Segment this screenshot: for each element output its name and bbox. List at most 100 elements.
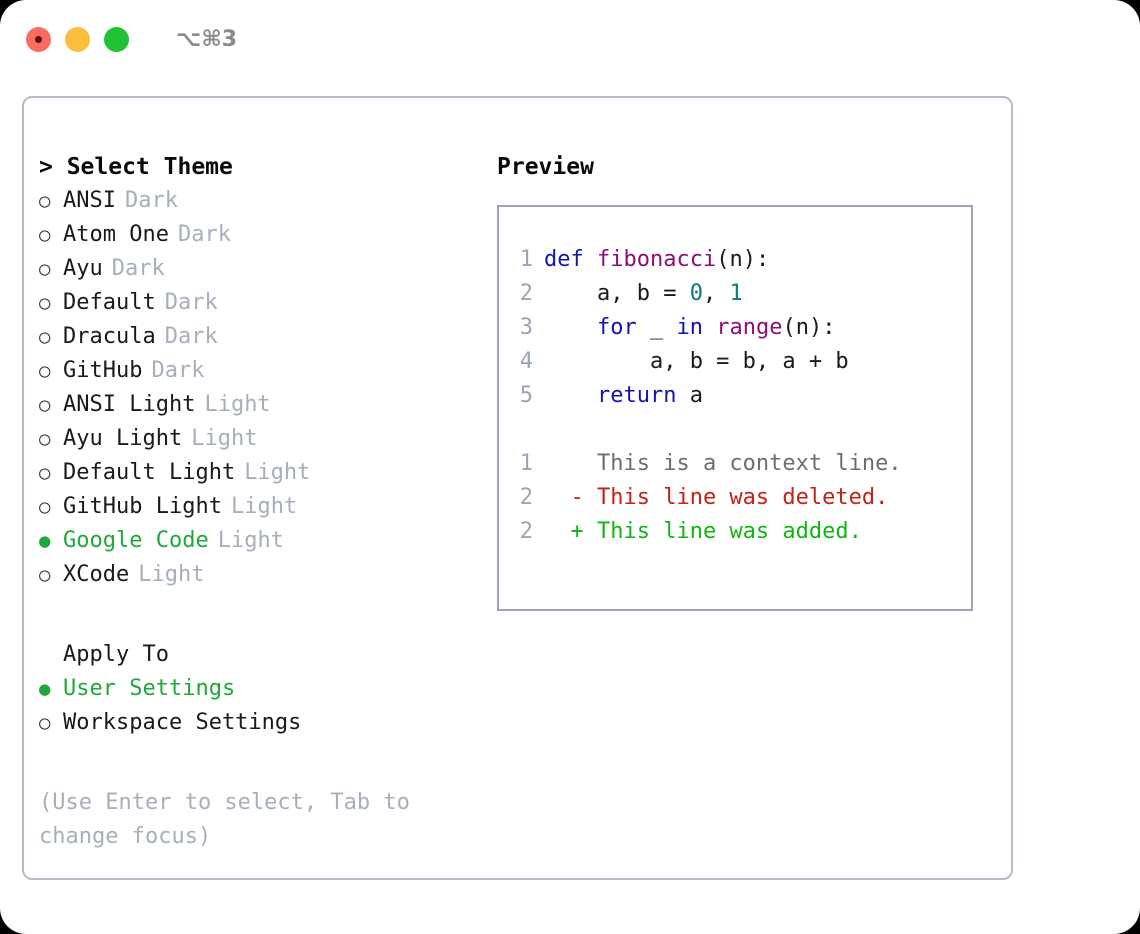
keyboard-hint-text: (Use Enter to select, Tab to change focu… (39, 790, 424, 849)
code-line: 3 for _ in range(n): (499, 311, 971, 345)
theme-option-label: ANSI Light (63, 392, 196, 417)
code-line-text: a, b = 0, 1 (544, 277, 743, 311)
diff-line-ctx: 1 This is a context line. (499, 447, 971, 481)
code-token-id: a, b = (544, 281, 690, 306)
maximize-button[interactable] (104, 26, 129, 52)
theme-option-github[interactable]: ○ GitHub Dark (39, 354, 494, 388)
theme-category-tag: Light (204, 392, 271, 417)
theme-category-tag: Light (217, 528, 284, 553)
code-token-fn: fibonacci (596, 247, 717, 272)
radio-unselected-icon: ○ (39, 326, 51, 348)
theme-category-tag: Dark (177, 222, 231, 247)
apply-to-option-label: User Settings (63, 676, 236, 701)
theme-option-label: Ayu Light (63, 426, 183, 451)
theme-option-label: GitHub Light (63, 494, 222, 519)
code-line-number: 4 (519, 349, 533, 374)
apply-to-header: Apply To (63, 642, 169, 667)
theme-category-tag: Dark (124, 188, 178, 213)
diff-line-text: + This line was added. (544, 519, 862, 544)
window-controls (26, 26, 129, 52)
code-token-fn: range (716, 315, 783, 340)
radio-unselected-icon: ○ (39, 712, 51, 734)
code-token-kw: def (544, 247, 597, 272)
diff-sample: 1 This is a context line.2 - This line w… (499, 447, 971, 549)
code-token-punct: , (702, 281, 730, 306)
theme-option-default-light[interactable]: ○ Default Light Light (39, 456, 494, 490)
radio-unselected-icon: ○ (39, 190, 51, 212)
radio-unselected-icon: ○ (39, 224, 51, 246)
theme-option-ansi-light[interactable]: ○ ANSI Light Light (39, 388, 494, 422)
theme-option-default[interactable]: ○ Default Dark (39, 286, 494, 320)
theme-option-label: Ayu (63, 256, 103, 281)
diff-line-add: 2 + This line was added. (499, 515, 971, 549)
minimize-button[interactable] (65, 26, 90, 52)
code-token-punct: (n): (716, 247, 770, 272)
theme-option-label: GitHub (63, 358, 143, 383)
apply-to-option-workspace-settings[interactable]: ○Workspace Settings (39, 706, 494, 740)
theme-option-ayu[interactable]: ○ Ayu Dark (39, 252, 494, 286)
apply-to-option-user-settings[interactable]: ● User Settings (39, 672, 494, 706)
theme-category-tag: Light (138, 562, 205, 587)
code-token-kw: return (544, 383, 690, 408)
code-line: 2 a, b = 0, 1 (499, 277, 971, 311)
code-token-kw: in (676, 315, 717, 340)
section-divider (39, 592, 494, 638)
theme-category-tag: Dark (151, 358, 205, 383)
theme-option-label: Default (63, 290, 156, 315)
radio-selected-icon: ● (39, 678, 51, 700)
theme-option-label: Dracula (63, 324, 156, 349)
radio-unselected-icon: ○ (39, 496, 51, 518)
code-token-num: 1 (729, 281, 743, 306)
code-line-number: 5 (519, 383, 533, 408)
diff-line-del: 2 - This line was deleted. (499, 481, 971, 515)
code-line-number: 3 (519, 315, 533, 340)
theme-option-xcode[interactable]: ○ XCode Light (39, 558, 494, 592)
preview-header: Preview (497, 154, 594, 180)
theme-option-github-light[interactable]: ○ GitHub Light Light (39, 490, 494, 524)
code-token-id: a (689, 383, 703, 408)
code-line-number: 1 (519, 247, 533, 272)
theme-option-atom-one[interactable]: ○ Atom One Dark (39, 218, 494, 252)
theme-option-label: ANSI (63, 188, 116, 213)
apply-to-option-list[interactable]: ● User Settings ○Workspace Settings (39, 672, 494, 740)
code-line-text: def fibonacci(n): (544, 243, 769, 277)
theme-option-label: Default Light (63, 460, 236, 485)
code-line: 4 a, b = b, a + b (499, 345, 971, 379)
theme-option-label: XCode (63, 562, 130, 587)
radio-unselected-icon: ○ (39, 564, 51, 586)
code-token-id: _ (649, 315, 677, 340)
radio-unselected-icon: ○ (39, 360, 51, 382)
theme-option-label: Atom One (63, 222, 169, 247)
code-line-text: a, b = b, a + b (544, 345, 849, 379)
code-line: 1 def fibonacci(n): (499, 243, 971, 277)
code-token-num: 0 (689, 281, 703, 306)
select-theme-header: > Select Theme (39, 154, 233, 180)
radio-unselected-icon: ○ (39, 258, 51, 280)
diff-line-number: 2 (519, 519, 533, 544)
close-button[interactable] (26, 26, 51, 52)
code-line-number: 2 (519, 281, 533, 306)
radio-unselected-icon: ○ (39, 462, 51, 484)
diff-line-text: This is a context line. (544, 451, 902, 476)
radio-unselected-icon: ○ (39, 394, 51, 416)
theme-category-tag: Light (244, 460, 311, 485)
radio-selected-icon: ● (39, 530, 51, 552)
theme-category-tag: Dark (111, 256, 165, 281)
radio-unselected-icon: ○ (39, 292, 51, 314)
code-line-text: for _ in range(n): (544, 311, 835, 345)
code-token-punct: (n): (782, 315, 836, 340)
theme-option-ansi[interactable]: ○ ANSI Dark (39, 184, 494, 218)
diff-line-text: - This line was deleted. (544, 485, 889, 510)
code-diff-spacer (499, 413, 971, 447)
theme-category-tag: Dark (164, 290, 218, 315)
theme-category-tag: Light (230, 494, 298, 519)
code-line-text: return a (544, 379, 703, 413)
